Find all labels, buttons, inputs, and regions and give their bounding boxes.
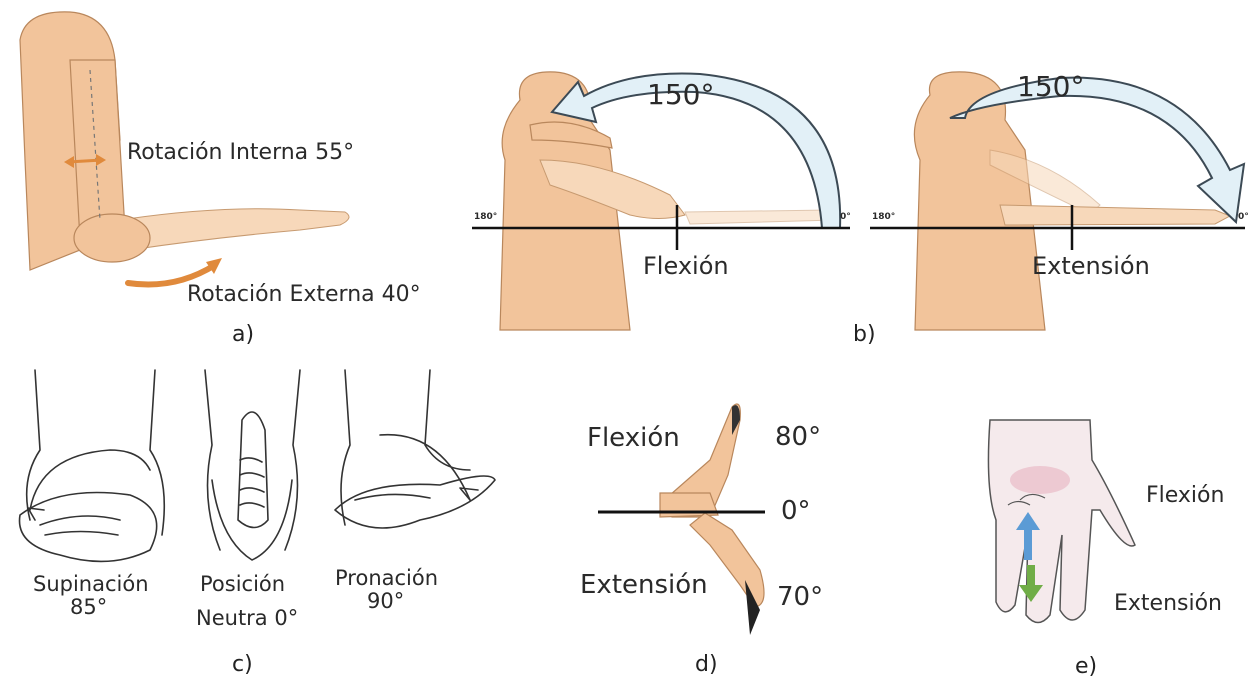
extension-angle-label: 150°: [1017, 70, 1084, 103]
supination-figure: [20, 370, 165, 561]
pronation-label-line2: 90°: [367, 589, 404, 613]
panel-e: Flexión Extensión e): [960, 380, 1251, 690]
right-scale-180: 180°: [872, 212, 895, 222]
neutral-label-line2: Neutra 0°: [196, 606, 298, 630]
neutral-label-line1: Posición: [200, 572, 285, 596]
zero-angle-label: 0°: [781, 496, 811, 526]
extension-label: Extensión: [1032, 252, 1150, 280]
caption-c: c): [232, 652, 253, 677]
left-scale-0: 0°: [840, 212, 851, 222]
panel-c-illustration: [0, 360, 500, 690]
panel-b: 150° 150° 180° 0° 180° 0° Flexión Extens…: [460, 0, 1251, 355]
caption-e: e): [1075, 654, 1097, 679]
panel-b-illustration: [460, 0, 1251, 355]
forearm-shape: [120, 209, 349, 250]
flexion-label: Flexión: [643, 252, 729, 280]
supination-label-line1: Supinación: [33, 572, 149, 596]
external-rotation-label: Rotación Externa 40°: [187, 282, 421, 307]
extension-label: Extensión: [580, 570, 708, 600]
extension-label: Extensión: [1114, 591, 1222, 616]
flexion-angle-label: 80°: [775, 422, 821, 452]
internal-rotation-label: Rotación Interna 55°: [127, 140, 354, 165]
right-scale-0: 0°: [1238, 212, 1249, 222]
pronation-label-line1: Pronación: [335, 566, 438, 590]
extension-angle-label: 70°: [777, 582, 823, 612]
panel-d: Flexión 80° 0° Extensión 70° d): [560, 395, 890, 690]
panel-a: Rotación Interna 55° Rotación Externa 40…: [0, 0, 400, 345]
flexion-angle-label: 150°: [647, 78, 714, 111]
panel-c: Supinación 85° Posición Neutra 0° Pronac…: [0, 360, 500, 690]
left-scale-180: 180°: [474, 212, 497, 222]
caption-a: a): [232, 322, 254, 347]
pronation-figure: [335, 370, 495, 528]
supination-label-line2: 85°: [70, 595, 107, 619]
neutral-position-figure: [205, 370, 300, 560]
flexion-label: Flexión: [587, 423, 680, 453]
flexion-label: Flexión: [1146, 483, 1224, 508]
caption-d: d): [695, 652, 718, 677]
fist-shape: [74, 214, 150, 262]
panel-e-illustration: [960, 380, 1251, 690]
upper-arm-shape: [70, 60, 125, 240]
caption-b: b): [853, 322, 876, 347]
